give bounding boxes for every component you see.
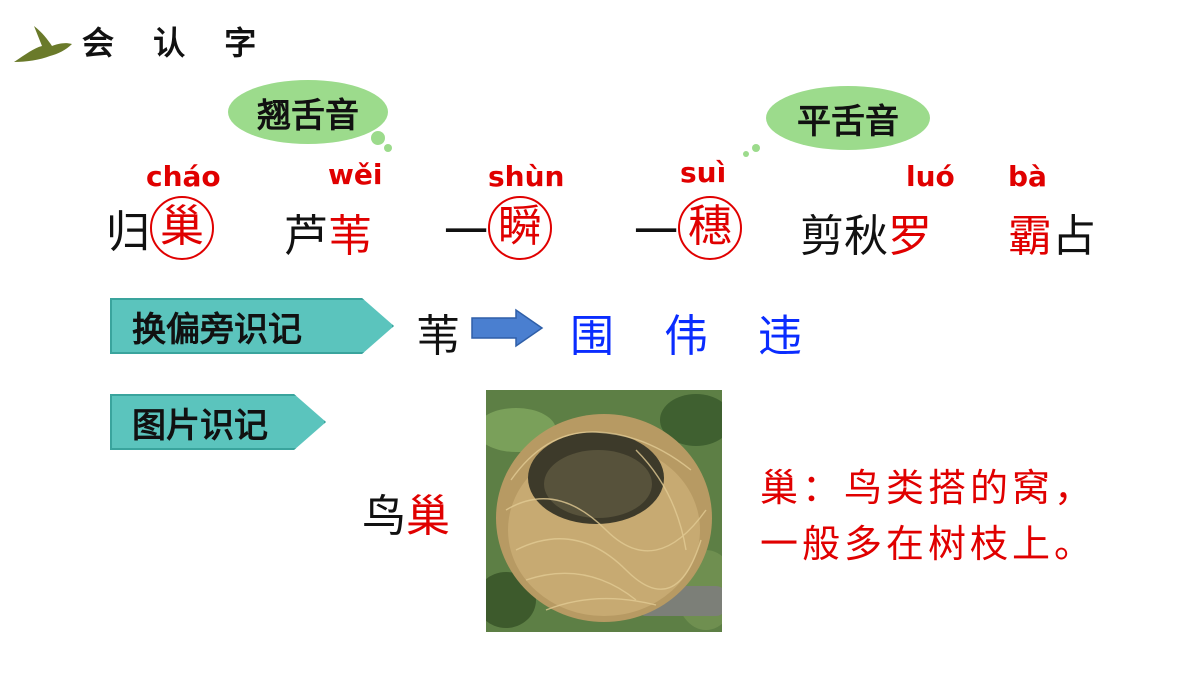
char: 剪 <box>800 211 844 262</box>
radical-method-label: 换偏旁识记 <box>110 298 394 354</box>
char-red: 巢 <box>406 491 450 542</box>
char-circled: 瞬 <box>488 196 552 260</box>
word-luwei: 芦苇 <box>284 200 372 264</box>
char-red: 霸 <box>1008 211 1052 262</box>
char-circled: 穗 <box>678 196 742 260</box>
word-yishun: 一 瞬 <box>444 196 552 260</box>
char: 鸟 <box>362 491 406 542</box>
bird-icon <box>14 26 72 62</box>
char: 芦 <box>284 211 328 262</box>
char: 归 <box>106 207 150 258</box>
cloud-retroflex-label: 翘舌音 <box>257 95 359 136</box>
char-red: 苇 <box>328 211 372 262</box>
char-circled: 巢 <box>150 196 214 260</box>
char: 占 <box>1052 211 1096 262</box>
char-red: 罗 <box>888 211 932 262</box>
radical-source-char: 苇 <box>416 311 460 362</box>
definition-line-2: 一般多在树枝上。 <box>760 522 1097 566</box>
radical-results: 围 伟 违 <box>570 311 820 362</box>
definition-line-1: 巢：鸟类搭的窝， <box>760 466 1097 510</box>
cloud-retroflex: 翘舌音 <box>228 78 392 152</box>
pinyin-ba: bà <box>1008 160 1047 193</box>
word-niaochao: 鸟巢 <box>362 480 450 544</box>
pinyin-luo: luó <box>906 160 955 193</box>
arrow-right-icon <box>471 308 544 348</box>
pinyin-shun: shùn <box>488 160 565 193</box>
pinyin-sui: suì <box>680 156 727 189</box>
cloud-flat: 平舌音 <box>738 84 930 157</box>
char: 秋 <box>844 211 888 262</box>
pinyin-chao: cháo <box>146 160 221 193</box>
char: 一 <box>634 207 678 258</box>
page-title: 会 认 字 <box>82 24 271 62</box>
nest-image <box>486 390 722 632</box>
word-jianqiuluo: 剪秋罗 <box>800 200 932 264</box>
char: 一 <box>444 207 488 258</box>
pinyin-wei: wěi <box>328 158 383 191</box>
cloud-flat-label: 平舌音 <box>797 101 899 142</box>
word-yisui: 一 穗 <box>634 196 742 260</box>
word-bazhan: 霸占 <box>1008 200 1096 264</box>
word-guichao: 归 巢 <box>106 196 214 260</box>
picture-method-label: 图片识记 <box>110 394 326 450</box>
